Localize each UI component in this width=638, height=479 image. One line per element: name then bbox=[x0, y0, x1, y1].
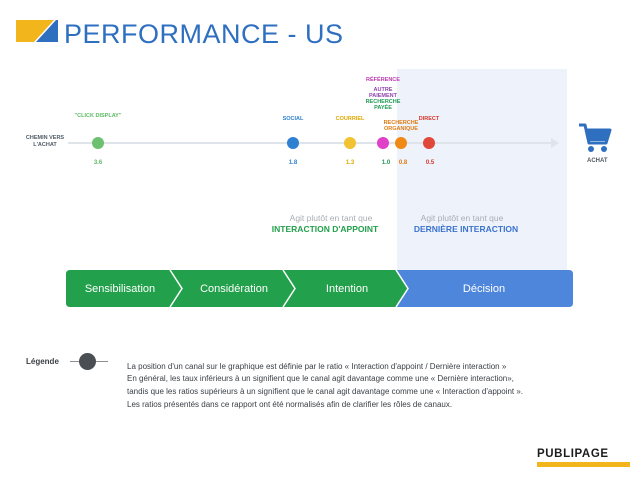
legend-text-line-4: Les ratios présentés dans ce rapport ont… bbox=[127, 400, 453, 409]
channel-dot-social bbox=[287, 137, 299, 149]
channel-label-organique: RECHERCHE ORGANIQUE bbox=[384, 120, 419, 132]
last-note-line-1: Agit plutôt en tant que bbox=[420, 213, 504, 223]
path-line bbox=[68, 142, 553, 144]
channel-dot-click-display bbox=[92, 137, 104, 149]
legend-text-line-1: La position d'un canal sur le graphique … bbox=[127, 362, 507, 371]
channel-label-direct: DIRECT bbox=[419, 116, 439, 122]
legend-text-line-2: En général, les taux inférieurs à un sig… bbox=[127, 374, 514, 383]
channel-value-click-display: 3.6 bbox=[93, 160, 103, 166]
channel-label-social: SOCIAL bbox=[283, 116, 304, 122]
channel-label-reference: RÉFÉRENCE AUTRE PAIEMENT RECHERCHE PAYÉE bbox=[366, 77, 401, 111]
stage-sensibilisation: Sensibilisation bbox=[84, 283, 156, 295]
path-arrow-icon bbox=[551, 138, 559, 148]
channel-label-line: PAYÉE bbox=[374, 105, 392, 111]
channel-dot-reference bbox=[377, 137, 389, 149]
channel-label-line: DIRECT bbox=[418, 116, 440, 122]
last-note-line-2: DERNIÈRE INTERACTION bbox=[413, 224, 519, 234]
channel-label-line: AUTRE bbox=[373, 87, 393, 93]
channel-label-click-display: "CLICK DISPLAY" bbox=[75, 113, 122, 119]
channel-value-social: 1.8 bbox=[288, 160, 298, 166]
legend-title: Légende bbox=[26, 357, 59, 366]
channel-value-direct: 0.5 bbox=[425, 160, 435, 166]
channel-label-line: SOCIAL bbox=[282, 116, 304, 122]
channel-label-line: COURRIEL bbox=[335, 116, 365, 122]
legend-text-line-3: tandis que les ratios supérieurs à un si… bbox=[127, 387, 524, 396]
legend-dot-icon bbox=[79, 353, 96, 370]
stage-bar bbox=[66, 270, 573, 307]
channel-label-line: RÉFÉRENCE bbox=[366, 77, 400, 83]
path-label-line-1: CHEMIN VERS bbox=[25, 135, 65, 141]
channel-label-line: PAIEMENT bbox=[368, 93, 397, 99]
channel-label-courriel: COURRIEL bbox=[336, 116, 365, 122]
page-title: PERFORMANCE - US bbox=[64, 19, 344, 49]
assist-note-line-1: Agit plutôt en tant que bbox=[289, 213, 373, 223]
decision-zone-panel bbox=[397, 69, 567, 305]
shopping-cart-icon bbox=[579, 123, 612, 152]
cart-label: ACHAT bbox=[587, 158, 608, 164]
channel-label-line: RECHERCHE bbox=[365, 99, 401, 105]
assist-note-line-2: INTERACTION D'APPOINT bbox=[271, 224, 379, 234]
channel-dot-direct bbox=[423, 137, 435, 149]
channel-label-line: RECHERCHE bbox=[383, 120, 419, 126]
channel-value-courriel: 1.3 bbox=[345, 160, 355, 166]
path-label: CHEMIN VERS L'ACHAT bbox=[22, 135, 68, 149]
publipage-logo: PUBLIPAGE bbox=[537, 448, 609, 460]
stage-consideration: Considération bbox=[200, 283, 268, 295]
channel-dot-courriel bbox=[344, 137, 356, 149]
stage-intention: Intention bbox=[325, 283, 369, 295]
channel-value-organique: 0.8 bbox=[398, 160, 408, 166]
header-logo-mark-icon bbox=[16, 20, 58, 42]
publipage-logo-bar bbox=[537, 462, 630, 467]
channel-label-line: ORGANIQUE bbox=[384, 126, 418, 132]
stage-decision: Décision bbox=[462, 283, 506, 295]
channel-label-line: "CLICK DISPLAY" bbox=[74, 113, 122, 119]
channel-dot-organique bbox=[395, 137, 407, 149]
path-label-line-2: L'ACHAT bbox=[33, 142, 57, 148]
channel-value-reference: 1.0 bbox=[381, 160, 391, 166]
